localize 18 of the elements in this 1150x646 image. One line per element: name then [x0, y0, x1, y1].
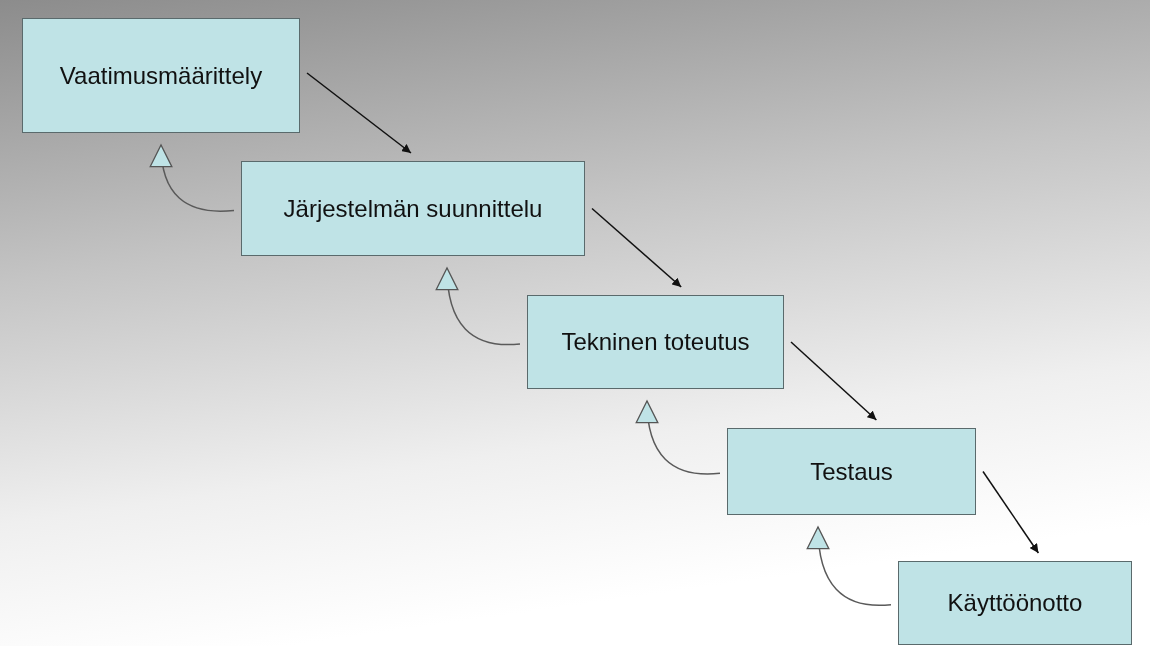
- arrow: [982, 470, 1040, 554]
- arrow: [306, 72, 412, 154]
- box-label: Vaatimusmäärittely: [59, 61, 263, 90]
- arrow: [436, 267, 521, 346]
- arrow: [150, 144, 235, 212]
- box-label: Käyttöönotto: [947, 589, 1083, 617]
- process-box: [22, 18, 300, 133]
- arrow: [591, 207, 682, 288]
- arrow: [636, 400, 721, 475]
- box-label: Järjestelmän suunnittelu: [283, 194, 543, 223]
- box-label: Tekninen toteutus: [561, 328, 750, 356]
- process-box: [527, 295, 784, 389]
- arrow: [807, 526, 892, 607]
- process-box: [241, 161, 585, 256]
- box-label: Testaus: [810, 457, 893, 486]
- process-box: [898, 561, 1132, 645]
- arrow: [790, 341, 878, 421]
- process-box: [727, 428, 976, 515]
